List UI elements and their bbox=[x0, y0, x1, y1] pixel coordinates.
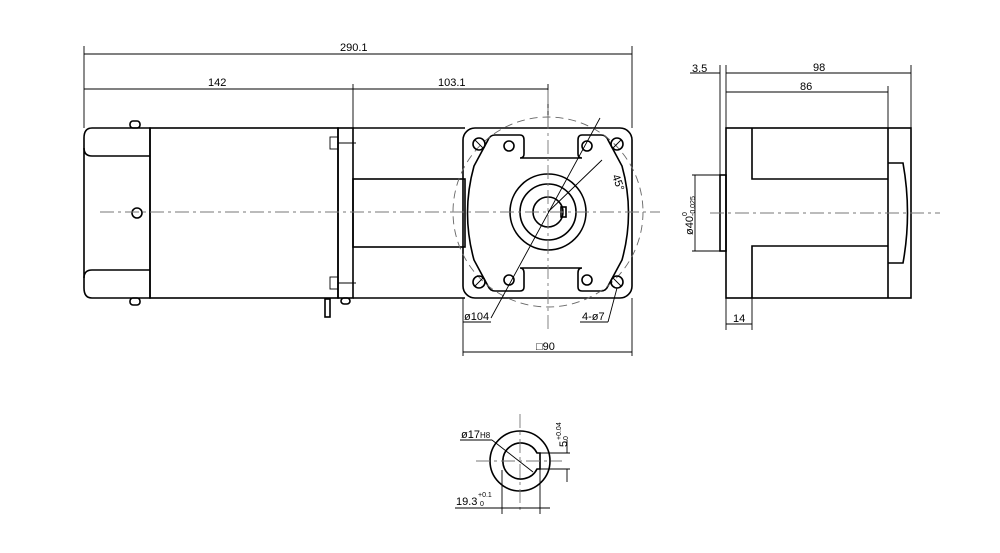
gear-flange-face bbox=[462, 127, 633, 299]
dim-body-depth: 86 bbox=[800, 81, 812, 93]
motor-body bbox=[149, 127, 339, 299]
side-cap bbox=[888, 162, 909, 264]
svg-text:0: 0 bbox=[480, 501, 484, 508]
dim-gearbox-length: 103.1 bbox=[438, 77, 466, 89]
bore-detail: ø17H8 5 +0.04 0 19.3 +0.1 0 bbox=[455, 414, 570, 514]
angle-label: 45° bbox=[609, 173, 626, 193]
side-view: 3.5 98 86 ø40 0 -0.025 14 bbox=[682, 62, 940, 330]
key-width-label: 5 +0.04 0 bbox=[556, 422, 570, 447]
front-view: 290.1 142 103.1 bbox=[83, 42, 660, 356]
svg-text:+0.1: +0.1 bbox=[478, 492, 492, 499]
svg-text:0: 0 bbox=[682, 212, 689, 216]
motor-end-cap bbox=[83, 127, 151, 299]
svg-text:19.3: 19.3 bbox=[456, 496, 477, 508]
svg-text:ø40: ø40 bbox=[684, 216, 696, 235]
dim-flange-thickness: 14 bbox=[733, 313, 745, 325]
svg-text:-0.025: -0.025 bbox=[690, 196, 697, 216]
cap-screw bbox=[131, 207, 143, 219]
pitch-circle-label: ø104 bbox=[464, 311, 489, 323]
key-depth-label: 19.3 +0.1 0 bbox=[456, 492, 492, 508]
svg-text:+0.04: +0.04 bbox=[556, 422, 563, 440]
dim-spacer: 3.5 bbox=[692, 63, 707, 75]
mount-holes bbox=[472, 137, 624, 289]
gearbox-neck bbox=[352, 178, 466, 248]
dim-overall-length: 290.1 bbox=[340, 42, 368, 54]
keyed-bore bbox=[502, 442, 541, 480]
mount-hole-label: 4-ø7 bbox=[582, 311, 605, 323]
dim-total-depth: 98 bbox=[813, 62, 825, 74]
dim-motor-length: 142 bbox=[208, 77, 226, 89]
svg-text:0: 0 bbox=[563, 436, 570, 440]
svg-text:5: 5 bbox=[558, 441, 570, 447]
boss-diameter-label: ø40 0 -0.025 bbox=[682, 196, 697, 235]
lead-wire bbox=[324, 298, 331, 318]
bore-diameter-label: ø17H8 bbox=[461, 429, 491, 441]
flange-square-label: □90 bbox=[536, 341, 555, 353]
motor-flange bbox=[337, 127, 354, 299]
